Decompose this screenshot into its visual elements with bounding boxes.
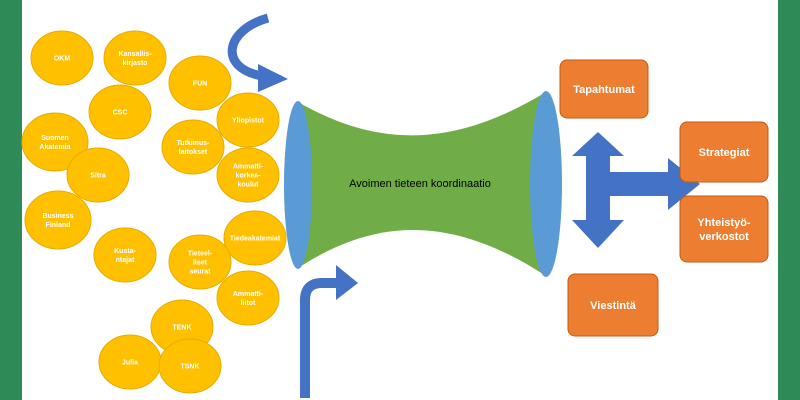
bubble-label: liset [193, 260, 208, 267]
bubble-shape [216, 147, 280, 203]
funnel-right-end [530, 91, 562, 277]
bubble-label: Ammatti- [233, 164, 264, 171]
bubble-label: Julia [122, 360, 138, 367]
outcome-box-label: verkostot [699, 231, 749, 243]
stakeholder-bubble: Tutkimus-laitokset [161, 119, 225, 175]
bubble-label: CSC [113, 110, 128, 117]
outcome-box-shape [679, 121, 769, 183]
stakeholder-bubble: Yliopistot [216, 92, 280, 148]
bubble-label: OKM [54, 56, 71, 63]
bubble-label: Tieteel- [188, 251, 213, 258]
bubble-label: Finland [46, 222, 71, 229]
bubble-shape [88, 84, 152, 140]
bubble-label: liitot [241, 300, 256, 307]
stakeholder-bubble: Sitra [66, 147, 130, 203]
stakeholder-bubble: Kansallis-kirjasto [103, 30, 167, 86]
bubble-shape [216, 92, 280, 148]
bubble-shape [158, 338, 222, 394]
bubble-label: Tiedeakatemiat [230, 236, 281, 243]
stakeholder-bubble: Ammatti-korkea-koulut [216, 147, 280, 203]
bubble-label: koulut [238, 182, 260, 189]
bubble-label: kirjasto [123, 60, 148, 67]
stakeholder-bubble: Tieteel-liset seurat [168, 234, 232, 290]
left-frame-bar [0, 0, 22, 400]
outcome-box: Yhteistyö-verkostot [679, 195, 769, 263]
bubble-label: Sitra [90, 173, 106, 180]
coordination-label: Avoimen tieteen koordinaatio [349, 178, 491, 190]
outcome-box-shape [567, 273, 659, 337]
stakeholder-bubble: OKM [30, 30, 94, 86]
stakeholder-bubble: FUN [168, 55, 232, 111]
bubble-label: TENK [172, 325, 191, 332]
bubble-label: Kansallis- [118, 51, 152, 58]
stakeholder-bubble: CSC [88, 84, 152, 140]
bubble-shape [168, 55, 232, 111]
bubble-label: Business [42, 213, 73, 220]
top-curved-arrow [227, 13, 270, 81]
outcome-box: Tapahtumat [559, 59, 649, 119]
stakeholder-bubble: Ammatti-liitot [216, 270, 280, 326]
bubble-label: FUN [193, 81, 207, 88]
bubble-label: Suomen [41, 135, 69, 142]
top-curved-arrowhead [258, 64, 288, 92]
bubble-label: seurat [189, 269, 211, 276]
stakeholder-bubble: TSNK [158, 338, 222, 394]
outcome-box: Strategiat [679, 121, 769, 183]
bubble-shape [24, 190, 92, 250]
bubble-shape [161, 119, 225, 175]
stakeholder-bubble: Tiedeakatemiat [223, 210, 287, 266]
bubble-label: TSNK [180, 364, 199, 371]
funnel-left-end [284, 101, 312, 269]
bubble-shape [30, 30, 94, 86]
stakeholder-bubble: Julia [98, 334, 162, 390]
bubble-label: korkea- [236, 173, 262, 180]
bubble-label: laitokset [179, 149, 208, 156]
right-frame-bar [778, 0, 800, 400]
outcome-box-shape [679, 195, 769, 263]
bottom-bent-arrowhead [336, 265, 358, 300]
bubble-shape [216, 270, 280, 326]
outcome-boxes: TapahtumatStrategiatYhteistyö-verkostotV… [559, 59, 769, 337]
outcome-box-label: Tapahtumat [573, 84, 635, 96]
coordination-funnel [298, 92, 546, 276]
outcome-box-label: Yhteistyö- [697, 217, 751, 229]
bubble-shape [21, 112, 89, 172]
bubble-label: Ammatti- [233, 291, 264, 298]
bubble-label: Yliopistot [232, 118, 265, 125]
bubble-shape [223, 210, 287, 266]
bubble-shape [93, 227, 157, 283]
bubble-label: ntajat [116, 257, 135, 264]
bubble-shape [66, 147, 130, 203]
distribution-cross-arrow [572, 132, 700, 248]
bubble-label: Tutkimus- [177, 140, 211, 147]
bubble-shape [103, 30, 167, 86]
outcome-box: Viestintä [567, 273, 659, 337]
outcome-box-label: Strategiat [699, 147, 750, 159]
bubble-label: Kusta- [114, 248, 136, 255]
outcome-box-label: Viestintä [590, 300, 637, 312]
bubble-shape [168, 234, 232, 290]
bubble-label: Akatemia [39, 144, 70, 151]
bottom-bent-arrow [300, 278, 340, 398]
outcome-box-shape [559, 59, 649, 119]
stakeholder-bubble: Kusta-ntajat [93, 227, 157, 283]
